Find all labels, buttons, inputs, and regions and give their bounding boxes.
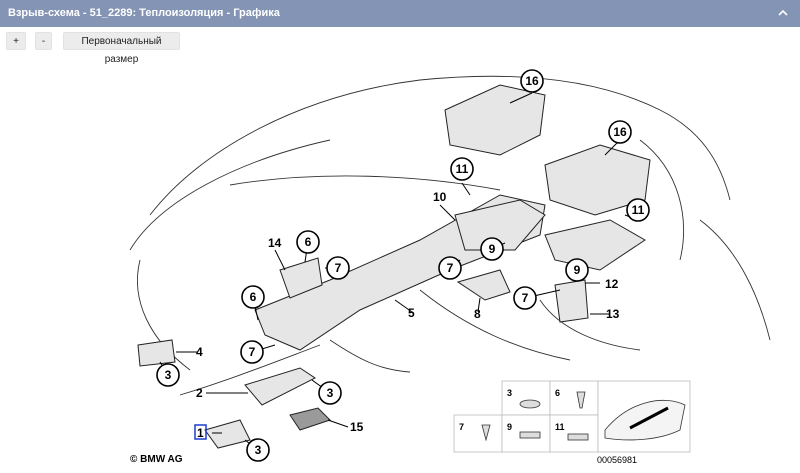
legend-item-6: 6 bbox=[555, 388, 560, 398]
callout-3-bracket[interactable]: 3 bbox=[156, 363, 180, 387]
label-13[interactable]: 13 bbox=[606, 307, 620, 321]
legend-item-11: 11 bbox=[555, 422, 565, 432]
legend-plug-icon bbox=[576, 391, 586, 409]
svg-text:9: 9 bbox=[489, 242, 496, 256]
window-titlebar: Взрыв-схема - 51_2289: Теплоизоляция - Г… bbox=[0, 0, 800, 27]
zoom-out-button[interactable]: - bbox=[35, 32, 52, 50]
svg-text:7: 7 bbox=[335, 261, 342, 275]
label-5[interactable]: 5 bbox=[408, 306, 415, 320]
callout-11-left[interactable]: 11 bbox=[450, 157, 474, 181]
reset-size-button[interactable]: Первоначальный размер bbox=[63, 32, 180, 65]
exploded-view-diagram: 16 16 11 11 6 7 9 7 9 bbox=[0, 55, 800, 473]
selected-part-marker bbox=[194, 424, 207, 440]
callout-7-right[interactable]: 7 bbox=[513, 286, 537, 310]
svg-text:16: 16 bbox=[525, 74, 539, 88]
diagram-canvas: 16 16 11 11 6 7 9 7 9 bbox=[129, 69, 771, 465]
callout-16-right[interactable]: 16 bbox=[608, 120, 632, 144]
legend-screw-icon bbox=[481, 424, 491, 442]
callout-7-center[interactable]: 7 bbox=[438, 256, 462, 280]
label-10[interactable]: 10 bbox=[433, 190, 447, 204]
svg-text:11: 11 bbox=[456, 162, 469, 176]
svg-text:6: 6 bbox=[250, 290, 257, 304]
part-15-heat-shield bbox=[289, 407, 331, 431]
part-12-floor-insulation bbox=[544, 219, 646, 271]
chevron-up-icon[interactable] bbox=[776, 6, 790, 20]
callout-6-upper[interactable]: 6 bbox=[296, 230, 320, 254]
callout-9-center[interactable]: 9 bbox=[480, 237, 504, 261]
callout-3-shield[interactable]: 3 bbox=[318, 381, 342, 405]
zoom-in-button[interactable]: + bbox=[6, 32, 26, 50]
svg-text:3: 3 bbox=[255, 443, 262, 457]
label-2[interactable]: 2 bbox=[196, 386, 203, 400]
callout-7-upper[interactable]: 7 bbox=[326, 256, 350, 280]
svg-text:6: 6 bbox=[305, 235, 312, 249]
legend-item-3: 3 bbox=[507, 388, 512, 398]
legend-item-7: 7 bbox=[459, 422, 464, 432]
callout-7-left[interactable]: 7 bbox=[240, 340, 264, 364]
callout-16-top[interactable]: 16 bbox=[520, 69, 544, 93]
bmw-copyright: © BMW AG bbox=[130, 454, 183, 465]
drawing-number: 00056981 bbox=[597, 455, 637, 465]
label-14[interactable]: 14 bbox=[268, 236, 282, 250]
part-10-tunnel-rear bbox=[454, 199, 546, 251]
legend-washer-icon bbox=[567, 433, 589, 441]
svg-text:11: 11 bbox=[632, 203, 645, 217]
callout-11-right[interactable]: 11 bbox=[626, 198, 650, 222]
svg-text:16: 16 bbox=[613, 125, 627, 139]
part-2-heat-shield bbox=[244, 367, 316, 406]
part-13-shield bbox=[554, 279, 589, 323]
svg-text:7: 7 bbox=[447, 261, 454, 275]
callout-6-left[interactable]: 6 bbox=[241, 285, 265, 309]
window-title: Взрыв-схема - 51_2289: Теплоизоляция - Г… bbox=[8, 7, 280, 19]
svg-text:7: 7 bbox=[249, 345, 256, 359]
callout-3-bottom[interactable]: 3 bbox=[246, 438, 270, 462]
part-4-bracket bbox=[137, 339, 176, 367]
svg-text:9: 9 bbox=[574, 263, 581, 277]
legend-tunnel-highlight bbox=[629, 406, 669, 430]
callout-9-right[interactable]: 9 bbox=[565, 258, 589, 282]
part-16-rear-insulation bbox=[444, 84, 651, 216]
svg-text:7: 7 bbox=[522, 291, 529, 305]
legend-nut-icon bbox=[519, 431, 541, 439]
legend-clip-icon bbox=[519, 399, 541, 409]
legend-item-9: 9 bbox=[507, 422, 512, 432]
toolbar: + - Первоначальный размер bbox=[0, 27, 800, 65]
part-1-heat-shield bbox=[204, 419, 251, 449]
parts-legend: 3 6 7 9 11 00056981 bbox=[453, 380, 691, 465]
label-4[interactable]: 4 bbox=[196, 345, 203, 359]
label-15[interactable]: 15 bbox=[350, 420, 364, 434]
label-12[interactable]: 12 bbox=[605, 277, 619, 291]
svg-text:3: 3 bbox=[165, 368, 172, 382]
label-8[interactable]: 8 bbox=[474, 307, 481, 321]
svg-text:3: 3 bbox=[327, 386, 334, 400]
label-1[interactable]: 1 bbox=[197, 426, 204, 440]
car-body-outline bbox=[129, 75, 771, 396]
part-8-bracket bbox=[456, 269, 511, 301]
